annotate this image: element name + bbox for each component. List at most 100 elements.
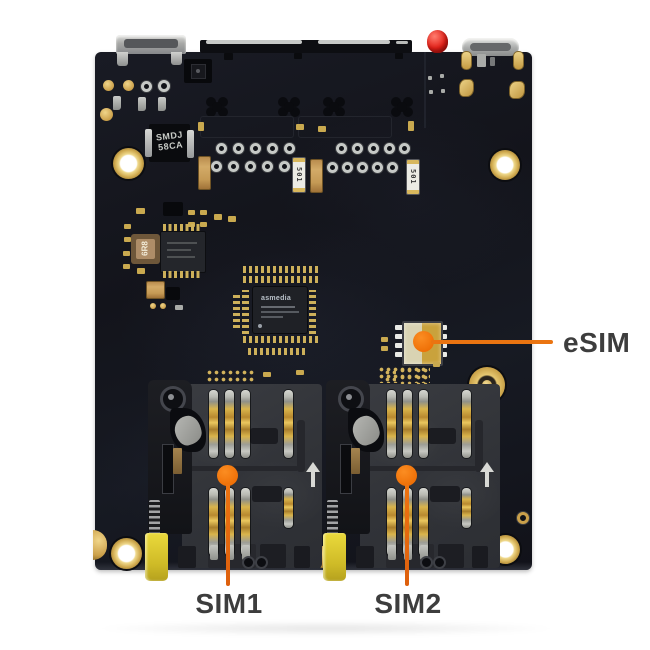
sim-contact-pin [419, 488, 428, 556]
castellated-edge-pad [93, 530, 107, 560]
socket-foot [472, 546, 488, 568]
solder-dot [440, 74, 444, 78]
eject-spring [327, 500, 338, 535]
tvs-diode-body [149, 124, 190, 162]
mini-usb-slot [124, 39, 178, 48]
chip-pins [163, 224, 201, 231]
through-hole-pad [384, 143, 395, 154]
through-hole-pad [279, 161, 290, 172]
socket-slot [297, 420, 305, 472]
sim1-label: SIM1 [195, 588, 263, 619]
inductor-core [136, 239, 155, 259]
solder-dot [150, 303, 156, 309]
through-hole-pad [357, 162, 368, 173]
chip-pin1-dot [258, 324, 262, 328]
smd-component [175, 305, 183, 310]
through-hole-pad [233, 143, 244, 154]
smd-resistor-501: 501 [406, 159, 420, 195]
sim-contact-pin [225, 390, 234, 458]
sim-contact-pin [462, 488, 471, 528]
chip-marking-line [261, 316, 283, 318]
sim-contact-pin [462, 390, 471, 458]
esim-pad [439, 352, 447, 357]
edge-connector-metal [206, 40, 302, 44]
esim-pad [395, 352, 403, 357]
esim-label: eSIM [563, 327, 631, 358]
sim-contact-pin [419, 390, 428, 458]
connector-nub [395, 53, 403, 59]
sim2-annotation-dot [396, 465, 417, 486]
esim-pad [395, 325, 403, 330]
smd-switch-actuator [196, 69, 200, 73]
sim2-label: SIM2 [374, 588, 442, 619]
solder-dot [160, 303, 166, 309]
mounting-hole-mid-right [490, 150, 520, 180]
chip-brand-marking: asmedia [261, 295, 292, 302]
through-hole-pad [342, 162, 353, 173]
mounting-hole-bottom-left [111, 538, 142, 569]
soic-chip-body [160, 231, 206, 273]
solder-joint [138, 97, 146, 111]
through-hole-pad [262, 161, 273, 172]
solder-pad [124, 224, 131, 229]
sim1-socket-body [182, 384, 322, 568]
solder-pad [296, 370, 304, 375]
solder-pad [198, 122, 204, 131]
contact-tip [226, 545, 234, 560]
through-hole-pad [399, 143, 410, 154]
chip-marking-line [261, 311, 299, 313]
socket-groove [188, 466, 298, 471]
lever-slider [351, 448, 360, 474]
lever-slider [173, 448, 182, 474]
socket-slot [252, 486, 282, 502]
socket-groove [366, 466, 476, 471]
edge-connector-metal [396, 41, 408, 44]
smd-component [146, 281, 165, 299]
chip-pad-column [242, 290, 249, 334]
sim-contact-pin [403, 390, 412, 458]
solder-pad [263, 372, 271, 377]
rivet [420, 556, 433, 569]
solder-joint [158, 97, 166, 111]
solder-pad [509, 81, 525, 99]
connector-nub [224, 53, 233, 60]
through-hole-pad [368, 143, 379, 154]
through-hole-pad [352, 143, 363, 154]
pad-grid [378, 366, 430, 383]
rivet [242, 556, 255, 569]
solder-dot [428, 76, 432, 80]
solder-pad [137, 268, 145, 274]
smd-resistor-501: 501 [292, 157, 306, 193]
sim-contact-pin [241, 488, 250, 556]
sim1-annotation-dot [217, 465, 238, 486]
solder-pad [188, 210, 195, 215]
solder-joint [113, 96, 121, 110]
red-led [427, 30, 448, 53]
silkscreen-outline [298, 116, 392, 138]
esim-pad [395, 343, 403, 348]
chip-pins [163, 271, 201, 278]
esim-annotation-line [431, 340, 553, 344]
esim-annotation-dot [413, 331, 434, 352]
rivet [433, 556, 446, 569]
board-shadow [92, 621, 560, 636]
soic-chip [160, 224, 206, 278]
smd-component [490, 57, 495, 66]
contact-tip [242, 545, 250, 560]
mounting-hole-top-left [113, 148, 144, 179]
pogo-pin [204, 96, 230, 118]
through-hole-pad [158, 80, 170, 92]
socket-foot [178, 546, 196, 568]
power-inductor: 6R8 [131, 234, 160, 264]
sim-contact-pin [284, 488, 293, 528]
esim-pad [395, 334, 403, 339]
rivet [255, 556, 268, 569]
esim-pad [439, 334, 447, 339]
chip-marking-line [261, 306, 295, 308]
chip-pad-row [243, 266, 319, 273]
socket-slot [475, 420, 483, 472]
solder-pad [408, 121, 414, 131]
through-hole-pad [141, 81, 152, 92]
smd-switch [184, 59, 212, 83]
through-hole-pad [387, 162, 398, 173]
